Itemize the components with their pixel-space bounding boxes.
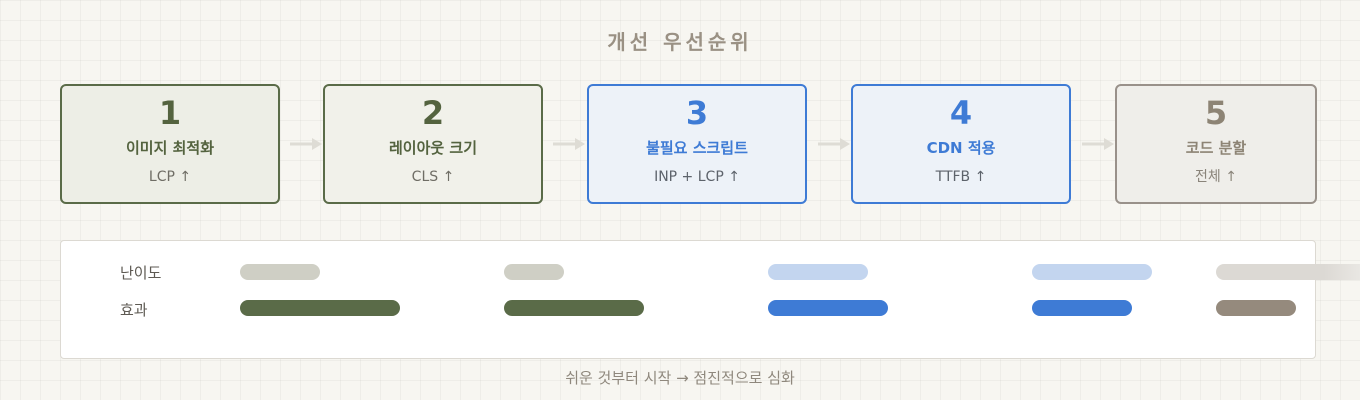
footer-caption: 쉬운 것부터 시작 → 점진적으로 심화 — [565, 369, 795, 387]
arrow-right-icon — [818, 138, 850, 150]
step-3-metric: INP + LCP ↑ — [654, 169, 740, 185]
effect-bar-step-5 — [1216, 300, 1296, 316]
arrow-right-icon — [1082, 138, 1114, 150]
difficulty-label: 난이도 — [120, 264, 162, 282]
step-4-box: 4 CDN 적용 TTFB ↑ — [851, 84, 1071, 204]
step-2-box: 2 레이아웃 크기 CLS ↑ — [323, 84, 543, 204]
step-1-name: 이미지 최적화 — [125, 139, 215, 157]
arrow-right-icon — [553, 138, 585, 150]
arrow-right-icon — [290, 138, 322, 150]
step-2-number: 2 — [421, 94, 445, 132]
difficulty-bar-step-2 — [504, 264, 564, 280]
step-1-box: 1 이미지 최적화 LCP ↑ — [60, 84, 280, 204]
step-1-metric: LCP ↑ — [148, 169, 192, 185]
step-2-name: 레이아웃 크기 — [388, 139, 478, 157]
diagram-title: 개선 우선순위 — [607, 30, 753, 54]
effect-bar-step-1 — [240, 300, 400, 316]
step-5-number: 5 — [1204, 94, 1228, 132]
effect-label: 효과 — [120, 301, 148, 319]
step-3-number: 3 — [685, 94, 709, 132]
step-5-metric: 전체 ↑ — [1195, 169, 1237, 185]
effect-bar-step-2 — [504, 300, 644, 316]
difficulty-bar-step-4 — [1032, 264, 1152, 280]
step-4-name: CDN 적용 — [926, 139, 996, 157]
step-4-number: 4 — [949, 94, 973, 132]
difficulty-bar-step-5 — [1216, 264, 1360, 280]
effect-bar-step-4 — [1032, 300, 1132, 316]
difficulty-bar-step-3 — [768, 264, 868, 280]
difficulty-bar-step-1 — [240, 264, 320, 280]
step-3-name: 불필요 스크립트 — [646, 139, 748, 157]
comparison-panel — [60, 240, 1316, 359]
effect-bar-step-3 — [768, 300, 888, 316]
step-2-metric: CLS ↑ — [411, 169, 455, 185]
step-3-box: 3 불필요 스크립트 INP + LCP ↑ — [587, 84, 807, 204]
step-5-box: 5 코드 분할 전체 ↑ — [1115, 84, 1317, 204]
step-5-name: 코드 분할 — [1185, 139, 1247, 157]
step-1-number: 1 — [158, 94, 182, 132]
step-4-metric: TTFB ↑ — [935, 169, 987, 185]
